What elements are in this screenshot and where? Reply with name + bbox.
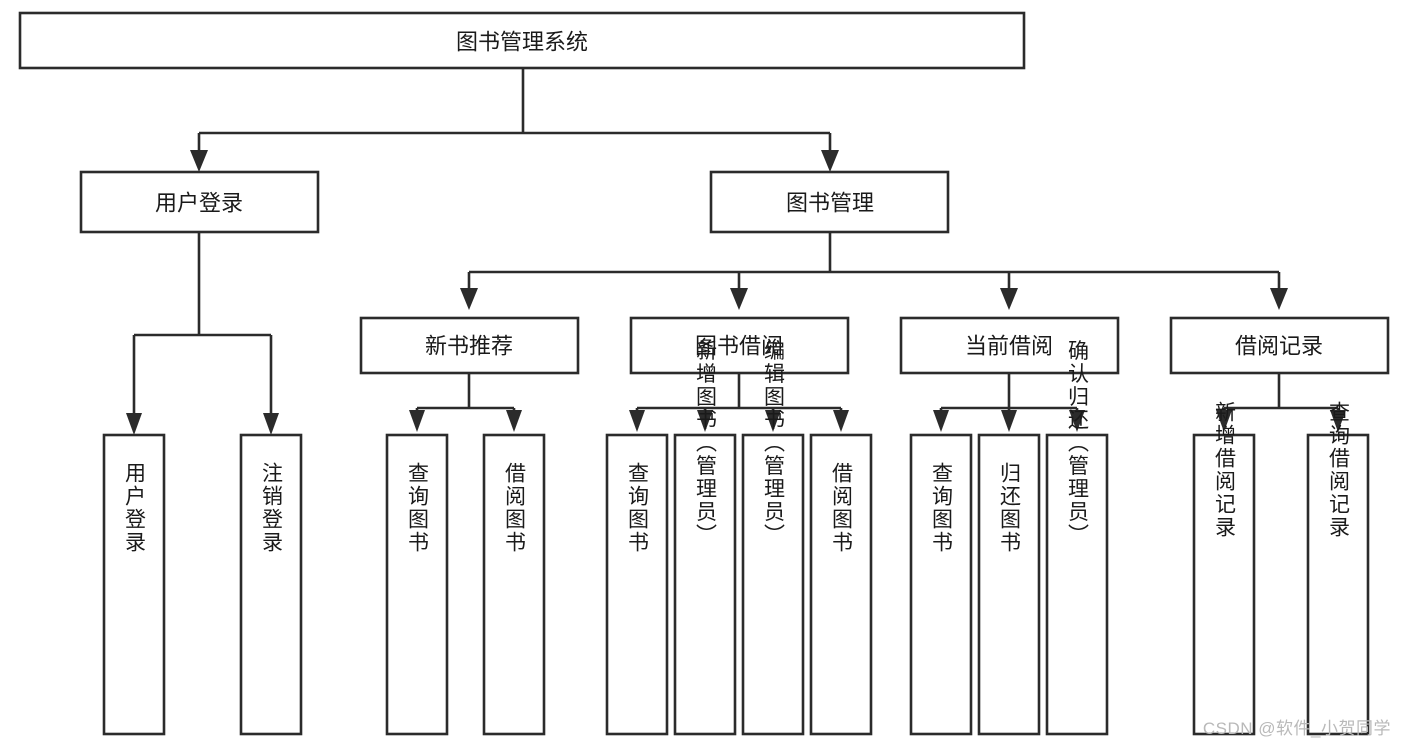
leaf-book-borrow-add-label: 新增图书（管理员） bbox=[694, 340, 718, 547]
leaf-book-borrow-edit[interactable]: 编辑图书（管理员） bbox=[741, 340, 805, 736]
arrowhead-icon-book-borrow-leaf-1 bbox=[629, 410, 645, 432]
arrowhead-icon-current-borrow-leaf-2 bbox=[1001, 410, 1017, 432]
node-borrow-record[interactable]: 借阅记录 bbox=[1169, 316, 1390, 375]
node-borrow-record-label: 借阅记录 bbox=[1235, 334, 1323, 359]
leaf-book-borrow-add[interactable]: 新增图书（管理员） bbox=[673, 340, 737, 736]
leaf-new-book-query-label: 查询图书 bbox=[406, 462, 430, 554]
node-book-management-box[interactable] bbox=[709, 170, 950, 234]
leaf-new-book-query-box[interactable] bbox=[385, 433, 449, 736]
leaf-book-borrow-query-label: 查询图书 bbox=[626, 462, 650, 554]
node-current-borrow-box[interactable] bbox=[899, 316, 1120, 375]
leaf-new-book-borrow-label: 借阅图书 bbox=[503, 462, 527, 554]
leaf-user-login-login-label: 用户登录 bbox=[123, 462, 147, 554]
leaf-book-borrow-borrow[interactable]: 借阅图书 bbox=[809, 433, 873, 736]
node-book-borrow[interactable]: 图书借阅 bbox=[629, 316, 850, 375]
node-root[interactable]: 图书管理系统 bbox=[18, 11, 1026, 70]
node-borrow-record-box[interactable] bbox=[1169, 316, 1390, 375]
arrowhead-icon-new-book-leaf-2 bbox=[506, 410, 522, 432]
leaf-borrow-record-add-box[interactable] bbox=[1192, 433, 1256, 736]
leaf-book-borrow-query-box[interactable] bbox=[605, 433, 669, 736]
leaf-borrow-record-query-box[interactable] bbox=[1306, 433, 1370, 736]
arrowhead-icon-current-borrow-leaf-3 bbox=[1069, 410, 1085, 432]
arrowhead-icon-borrow-record-leaf-2 bbox=[1330, 410, 1346, 432]
node-new-book-recommend-box[interactable] bbox=[359, 316, 580, 375]
leaf-current-borrow-query-label: 查询图书 bbox=[930, 462, 954, 554]
leaf-current-borrow-query-box[interactable] bbox=[909, 433, 973, 736]
node-new-book-recommend-label: 新书推荐 bbox=[425, 334, 513, 359]
leaf-current-borrow-confirm-box[interactable] bbox=[1045, 433, 1109, 736]
node-new-book-recommend[interactable]: 新书推荐 bbox=[359, 316, 580, 375]
node-user-login[interactable]: 用户登录 bbox=[79, 170, 320, 234]
leaf-book-borrow-borrow-box[interactable] bbox=[809, 433, 873, 736]
arrowhead-icon-current-borrow-leaf-1 bbox=[933, 410, 949, 432]
node-root-label: 图书管理系统 bbox=[456, 30, 588, 55]
leaf-current-borrow-query[interactable]: 查询图书 bbox=[909, 433, 973, 736]
arrowhead-icon-book-mgmt bbox=[821, 150, 839, 172]
leaf-user-login-logout[interactable]: 注销登录 bbox=[239, 433, 303, 736]
leaf-borrow-record-add[interactable]: 新增借阅记录 bbox=[1192, 401, 1256, 736]
leaf-new-book-borrow-box[interactable] bbox=[482, 433, 546, 736]
leaf-user-login-logout-box[interactable] bbox=[239, 433, 303, 736]
node-book-management[interactable]: 图书管理 bbox=[709, 170, 950, 234]
leaf-user-login-login-box[interactable] bbox=[102, 433, 166, 736]
arrowhead-icon-book-borrow bbox=[730, 288, 748, 310]
leaf-borrow-record-query[interactable]: 查询借阅记录 bbox=[1306, 401, 1370, 736]
arrowhead-layer bbox=[126, 150, 1346, 435]
leaf-book-borrow-edit-label: 编辑图书（管理员） bbox=[762, 340, 786, 547]
node-book-borrow-label: 图书借阅 bbox=[695, 334, 783, 359]
leaf-current-borrow-confirm[interactable]: 确认归还（管理员） bbox=[1045, 340, 1109, 736]
arrowhead-icon-user-login bbox=[190, 150, 208, 172]
arrowhead-icon-current-borrow bbox=[1000, 288, 1018, 310]
leaf-current-borrow-return-box[interactable] bbox=[977, 433, 1041, 736]
leaf-user-login-logout-label: 注销登录 bbox=[260, 462, 284, 554]
node-user-login-label: 用户登录 bbox=[155, 191, 243, 216]
arrowhead-icon-book-borrow-leaf-4 bbox=[833, 410, 849, 432]
node-book-management-label: 图书管理 bbox=[786, 191, 874, 216]
leaf-current-borrow-confirm-label: 确认归还（管理员） bbox=[1066, 340, 1090, 547]
leaf-borrow-record-query-label: 查询借阅记录 bbox=[1327, 401, 1351, 539]
leaf-book-borrow-add-box[interactable] bbox=[673, 433, 737, 736]
leaf-user-login-login[interactable]: 用户登录 bbox=[102, 433, 166, 736]
leaf-new-book-query[interactable]: 查询图书 bbox=[385, 433, 449, 736]
arrowhead-icon-user-login-leaf-2 bbox=[263, 413, 279, 435]
arrowhead-icon-borrow-record bbox=[1270, 288, 1288, 310]
leaf-current-borrow-return-label: 归还图书 bbox=[998, 462, 1022, 554]
node-current-borrow[interactable]: 当前借阅 bbox=[899, 316, 1120, 375]
leaf-book-borrow-borrow-label: 借阅图书 bbox=[830, 462, 854, 554]
leaf-new-book-borrow[interactable]: 借阅图书 bbox=[482, 433, 546, 736]
arrowhead-icon-borrow-record-leaf-1 bbox=[1216, 410, 1232, 432]
node-book-borrow-box[interactable] bbox=[629, 316, 850, 375]
arrowhead-icon-book-borrow-leaf-2 bbox=[697, 410, 713, 432]
leaf-book-borrow-edit-box[interactable] bbox=[741, 433, 805, 736]
node-root-box[interactable] bbox=[18, 11, 1026, 70]
arrowhead-icon-book-borrow-leaf-3 bbox=[765, 410, 781, 432]
arrowhead-icon-new-book-leaf-1 bbox=[409, 410, 425, 432]
leaf-borrow-record-add-label: 新增借阅记录 bbox=[1213, 401, 1237, 539]
node-current-borrow-label: 当前借阅 bbox=[965, 334, 1053, 359]
leaf-current-borrow-return[interactable]: 归还图书 bbox=[977, 433, 1041, 736]
arrowhead-icon-user-login-leaf-1 bbox=[126, 413, 142, 435]
node-user-login-box[interactable] bbox=[79, 170, 320, 234]
arrowhead-icon-new-book bbox=[460, 288, 478, 310]
leaf-book-borrow-query[interactable]: 查询图书 bbox=[605, 433, 669, 736]
